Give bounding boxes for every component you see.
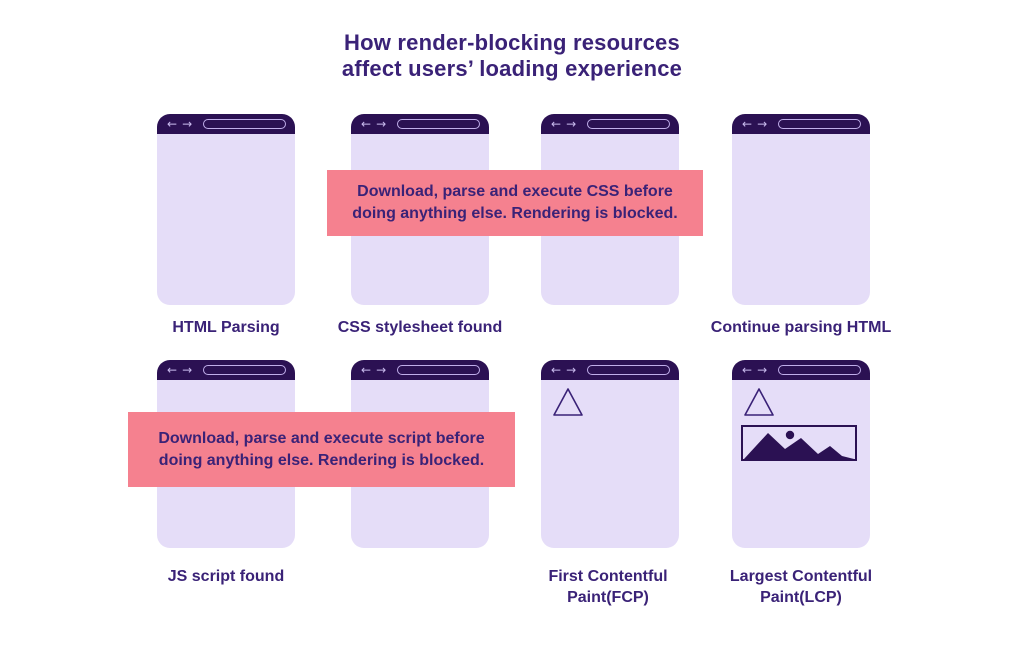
forward-arrow-icon: →	[376, 363, 387, 377]
browser-titlebar: ← →	[351, 114, 489, 134]
address-bar	[587, 119, 670, 129]
forward-arrow-icon: →	[566, 117, 577, 131]
step-label-fcp: First Contentful Paint(FCP)	[548, 568, 668, 606]
forward-arrow-icon: →	[376, 117, 387, 131]
back-arrow-icon: ←	[167, 117, 178, 131]
browser-window-fcp: ← →	[541, 360, 679, 548]
browser-window-continue-parsing: ← →	[732, 114, 870, 305]
step-label-css-found: CSS stylesheet found	[337, 319, 503, 336]
back-arrow-icon: ←	[167, 363, 178, 377]
step-label-html-parsing: HTML Parsing	[172, 319, 280, 336]
sun-icon	[785, 430, 795, 440]
browser-viewport-lcp	[732, 380, 870, 548]
step-label-lcp: Largest Contentful Paint(LCP)	[729, 568, 873, 606]
browser-window-html-parsing: ← →	[157, 114, 295, 305]
address-bar	[203, 365, 286, 375]
back-arrow-icon: ←	[361, 363, 372, 377]
back-arrow-icon: ←	[742, 363, 753, 377]
back-arrow-icon: ←	[742, 117, 753, 131]
browser-titlebar: ← →	[732, 360, 870, 380]
browser-window-lcp: ← →	[732, 360, 870, 548]
forward-arrow-icon: →	[182, 117, 193, 131]
css-blocking-banner: Download, parse and execute CSS before d…	[327, 170, 703, 236]
back-arrow-icon: ←	[551, 363, 562, 377]
browser-titlebar: ← →	[157, 360, 295, 380]
browser-titlebar: ← →	[541, 114, 679, 134]
address-bar	[778, 365, 861, 375]
address-bar	[397, 119, 480, 129]
page-title-line-1: How render-blocking resources	[344, 30, 680, 55]
browser-titlebar: ← →	[541, 360, 679, 380]
triangle-placeholder-icon	[553, 388, 583, 416]
address-bar	[587, 365, 670, 375]
step-label-continue-parsing: Continue parsing HTML	[710, 319, 892, 336]
forward-arrow-icon: →	[182, 363, 193, 377]
mountains-icon	[744, 433, 854, 459]
image-placeholder-icon	[741, 425, 857, 461]
address-bar	[778, 119, 861, 129]
browser-titlebar: ← →	[157, 114, 295, 134]
browser-viewport-empty	[732, 134, 870, 305]
forward-arrow-icon: →	[757, 363, 768, 377]
triangle-placeholder-icon	[744, 388, 774, 416]
page-title-line-2: affect users’ loading experience	[341, 56, 683, 81]
browser-titlebar: ← →	[732, 114, 870, 134]
browser-viewport-empty	[157, 134, 295, 305]
address-bar	[397, 365, 480, 375]
step-label-js-found: JS script found	[167, 568, 285, 585]
forward-arrow-icon: →	[566, 363, 577, 377]
browser-viewport-fcp	[541, 380, 679, 548]
back-arrow-icon: ←	[551, 117, 562, 131]
forward-arrow-icon: →	[757, 117, 768, 131]
address-bar	[203, 119, 286, 129]
back-arrow-icon: ←	[361, 117, 372, 131]
browser-titlebar: ← →	[351, 360, 489, 380]
page-title: How render-blocking resources affect use…	[0, 30, 1024, 82]
js-blocking-banner: Download, parse and execute script befor…	[128, 412, 515, 487]
